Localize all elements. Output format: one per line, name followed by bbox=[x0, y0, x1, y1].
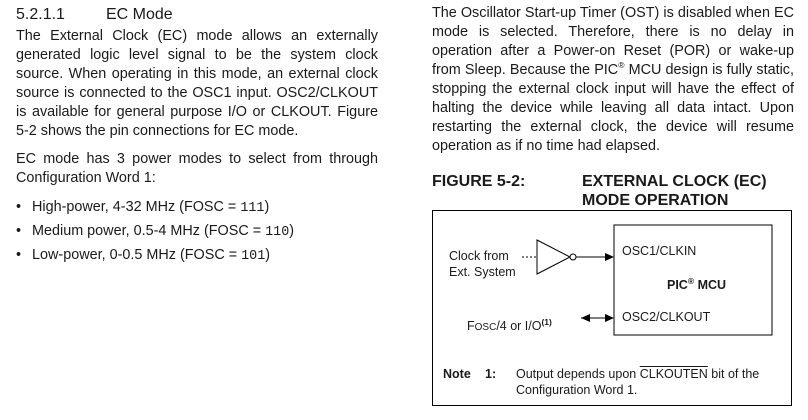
note-text-line2: Configuration Word 1. bbox=[516, 383, 638, 397]
clock-from-label: Clock from bbox=[449, 249, 509, 263]
figure-diagram: Clock from Ext. System OSC1/CLKIN PIC® M… bbox=[432, 210, 792, 406]
power-modes-paragraph: EC mode has 3 power modes to select from… bbox=[16, 151, 378, 186]
list-item: Low-power, 0-0.5 MHz (FOSC = 101) bbox=[16, 244, 378, 268]
osc1-pin-label: OSC1/CLKIN bbox=[622, 244, 697, 258]
note-ref: (1) bbox=[541, 316, 552, 327]
mcu-block bbox=[613, 224, 773, 336]
mcu-label: PIC® MCU bbox=[667, 275, 727, 292]
ext-system-label: Ext. System bbox=[449, 265, 516, 279]
fosc-io-label: FOSC/4 or I/O(1) bbox=[467, 316, 552, 333]
section-number: 5.2.1.1 bbox=[16, 6, 65, 23]
osc2-pin-label: OSC2/CLKOUT bbox=[622, 310, 711, 324]
figure-label: FIGURE 5-2: bbox=[432, 173, 526, 190]
registered-mark: ® bbox=[618, 60, 625, 71]
fosc-code: 111 bbox=[240, 201, 265, 216]
inverter-bubble bbox=[569, 253, 577, 261]
list-item: High-power, 4-32 MHz (FOSC = 111) bbox=[16, 196, 378, 220]
osc1-arrow bbox=[605, 253, 614, 261]
buffer-triangle bbox=[536, 239, 572, 275]
right-column: The Oscillator Start-up Timer (OST) is d… bbox=[432, 4, 794, 406]
left-column: 5.2.1.1 EC Mode The External Clock (EC) m… bbox=[16, 4, 378, 268]
list-item: Medium power, 0.5-4 MHz (FOSC = 110) bbox=[16, 220, 378, 244]
note-number: 1: bbox=[485, 367, 497, 381]
ec-mode-paragraph: The External Clock (EC) mode allows an e… bbox=[16, 28, 378, 139]
osc2-arrow-left bbox=[581, 314, 590, 322]
fosc-code: 110 bbox=[265, 225, 290, 240]
fosc-code: 101 bbox=[241, 249, 266, 264]
ost-paragraph: The Oscillator Start-up Timer (OST) is d… bbox=[432, 5, 794, 154]
clkouten-signal: CLKOUTEN bbox=[639, 367, 708, 381]
power-mode-list: High-power, 4-32 MHz (FOSC = 111) Medium… bbox=[16, 196, 378, 268]
section-heading: 5.2.1.1 EC Mode bbox=[16, 4, 378, 25]
note-label: Note bbox=[443, 367, 471, 381]
section-title: EC Mode bbox=[106, 6, 173, 23]
note-text: Output depends upon CLKOUTEN bit of the bbox=[516, 367, 760, 381]
figure-caption: EXTERNAL CLOCK (EC) MODE OPERATION bbox=[582, 173, 767, 209]
ec-schematic bbox=[522, 224, 773, 336]
osc2-arrow-right bbox=[605, 314, 614, 322]
